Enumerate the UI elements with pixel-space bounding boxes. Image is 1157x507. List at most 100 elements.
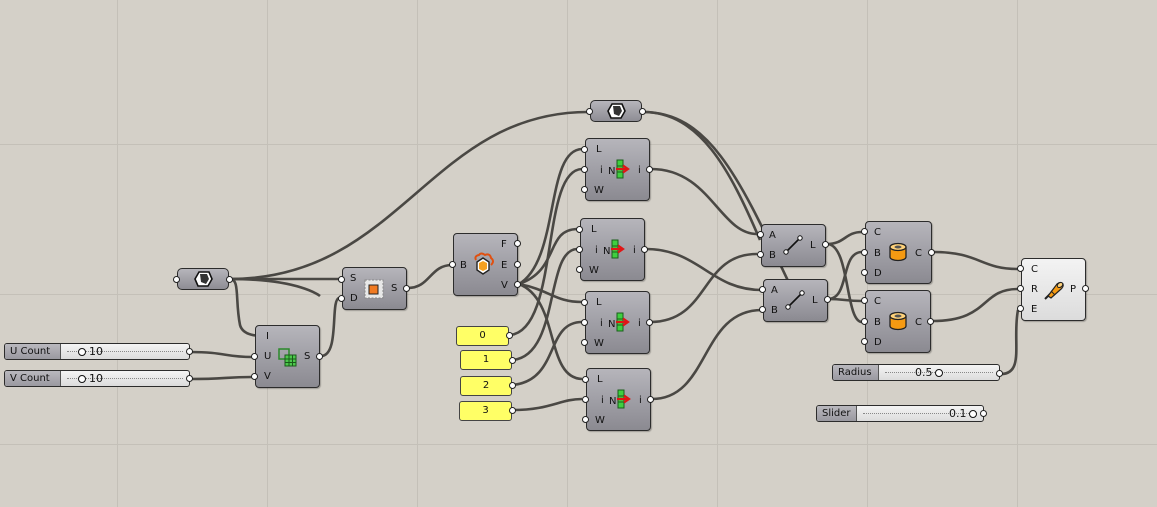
connection-pin[interactable] [226, 276, 233, 283]
wire[interactable] [518, 147, 583, 286]
connection-pin[interactable] [576, 226, 583, 233]
input-port-i[interactable]: i [601, 395, 604, 406]
slider-knob[interactable] [78, 375, 86, 383]
output-port-i[interactable]: i [639, 395, 642, 406]
connection-pin[interactable] [514, 281, 521, 288]
input-port-i[interactable]: i [600, 318, 603, 329]
connection-pin[interactable] [338, 276, 345, 283]
input-port-d[interactable]: D [874, 337, 882, 348]
connection-pin[interactable] [861, 318, 868, 325]
wire[interactable] [512, 247, 578, 362]
wire[interactable] [518, 282, 583, 381]
input-port-b[interactable]: B [460, 260, 467, 271]
connection-pin[interactable] [514, 240, 521, 247]
connection-pin[interactable] [1017, 305, 1024, 312]
connection-pin[interactable] [509, 382, 516, 389]
connection-pin[interactable] [646, 166, 653, 173]
slider-knob[interactable] [969, 410, 977, 418]
connection-pin[interactable] [338, 295, 345, 302]
wire[interactable] [651, 308, 763, 401]
generic-slider[interactable]: Slider 0.1 [816, 405, 984, 422]
list-item-component-4[interactable]: L i W i N [586, 368, 651, 431]
panel-0[interactable]: 0 [456, 326, 509, 346]
geometry-param[interactable] [177, 268, 229, 290]
wire[interactable] [407, 263, 453, 290]
wire[interactable] [229, 277, 321, 298]
input-port-c[interactable]: C [874, 296, 881, 307]
input-port-e[interactable]: E [1031, 304, 1038, 315]
connection-pin[interactable] [757, 231, 764, 238]
connection-pin[interactable] [186, 348, 193, 355]
output-port-s[interactable]: S [391, 283, 398, 294]
connection-pin[interactable] [1017, 285, 1024, 292]
connection-pin[interactable] [582, 376, 589, 383]
connection-pin[interactable] [824, 296, 831, 303]
connection-pin[interactable] [759, 286, 766, 293]
connection-pin[interactable] [576, 246, 583, 253]
wire[interactable] [826, 230, 863, 246]
connection-pin[interactable] [861, 297, 868, 304]
connection-pin[interactable] [647, 396, 654, 403]
connection-pin[interactable] [581, 146, 588, 153]
connection-pin[interactable] [980, 410, 987, 417]
output-port-l[interactable]: L [810, 240, 816, 251]
input-port-c[interactable]: C [1031, 264, 1038, 275]
wire[interactable] [518, 227, 578, 286]
input-port-b[interactable]: B [769, 250, 776, 261]
geometry-param-top[interactable] [590, 100, 642, 122]
connection-pin[interactable] [576, 266, 583, 273]
wire[interactable] [644, 247, 763, 292]
connection-pin[interactable] [186, 375, 193, 382]
input-port-w[interactable]: W [594, 185, 604, 196]
connection-pin[interactable] [581, 299, 588, 306]
connection-pin[interactable] [641, 246, 648, 253]
output-port-l[interactable]: L [812, 295, 818, 306]
list-item-component-3[interactable]: L i W i N [585, 291, 650, 354]
output-port-i[interactable]: i [638, 318, 641, 329]
connection-pin[interactable] [861, 269, 868, 276]
connection-pin[interactable] [822, 241, 829, 248]
input-port-w[interactable]: W [595, 415, 605, 426]
connection-pin[interactable] [509, 407, 516, 414]
sub-surface-component[interactable]: S D S [342, 267, 407, 310]
deconstruct-brep-component[interactable]: B F E V [453, 233, 518, 296]
input-port-b[interactable]: B [874, 317, 881, 328]
input-port-l[interactable]: L [596, 144, 602, 155]
connection-pin[interactable] [581, 186, 588, 193]
connection-pin[interactable] [639, 108, 646, 115]
wire[interactable] [650, 167, 758, 236]
wire[interactable] [932, 250, 1019, 271]
panel-2[interactable]: 2 [460, 376, 512, 396]
wire[interactable] [512, 320, 583, 387]
wire[interactable] [229, 110, 589, 281]
connection-pin[interactable] [582, 416, 589, 423]
input-port-u[interactable]: U [264, 351, 272, 362]
u-count-slider[interactable]: U Count 10 [4, 343, 190, 360]
wire[interactable] [189, 350, 253, 359]
connection-pin[interactable] [403, 285, 410, 292]
connection-pin[interactable] [646, 319, 653, 326]
connection-pin[interactable] [996, 370, 1003, 377]
input-port-c[interactable]: C [874, 227, 881, 238]
wire[interactable] [509, 167, 583, 337]
input-port-r[interactable]: R [1031, 284, 1038, 295]
surface-grid-component[interactable]: I U V S [255, 325, 320, 388]
output-port-e[interactable]: E [501, 260, 508, 271]
slider-knob[interactable] [935, 369, 943, 377]
connection-pin[interactable] [581, 319, 588, 326]
input-port-w[interactable]: W [589, 265, 599, 276]
list-item-component-2[interactable]: L i W i N [580, 218, 645, 281]
input-port-a[interactable]: A [771, 285, 778, 296]
connection-pin[interactable] [581, 166, 588, 173]
input-port-i[interactable]: I [266, 331, 269, 342]
wire[interactable] [320, 296, 340, 358]
input-port-a[interactable]: A [769, 230, 776, 241]
pipe-component-2[interactable]: C B D C [865, 290, 931, 353]
input-port-v[interactable]: V [264, 371, 271, 382]
wire[interactable] [512, 397, 583, 412]
connection-pin[interactable] [506, 332, 513, 339]
wire[interactable] [827, 250, 863, 301]
input-port-d[interactable]: D [874, 268, 882, 279]
wire[interactable] [649, 252, 758, 324]
connection-pin[interactable] [1017, 265, 1024, 272]
